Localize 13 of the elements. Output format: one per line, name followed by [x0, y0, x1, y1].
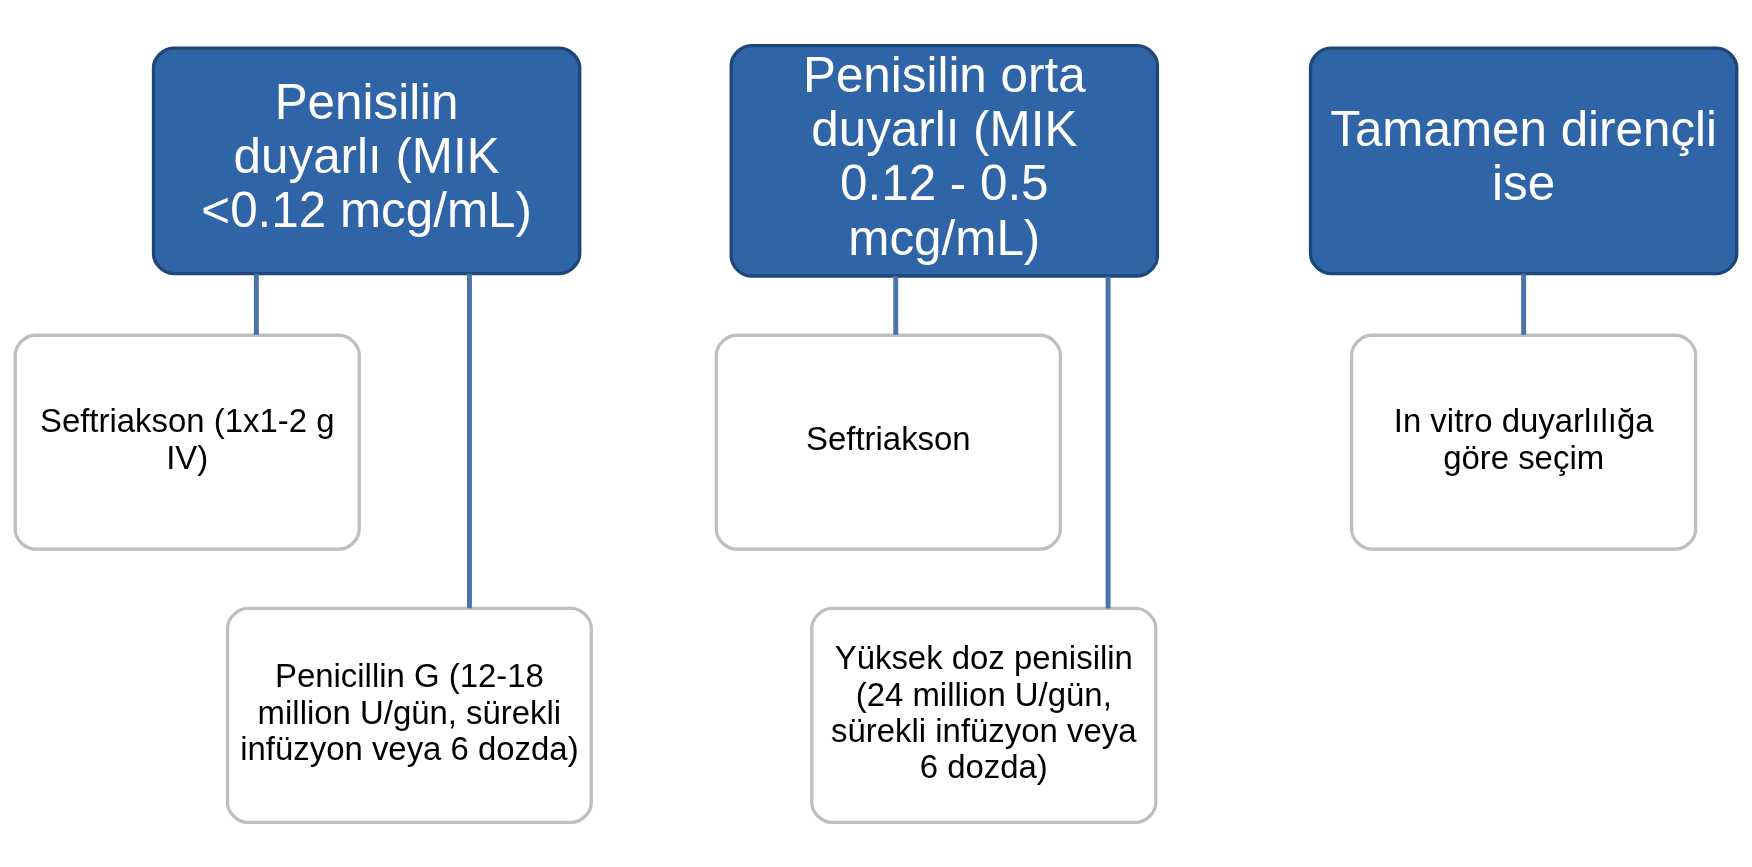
node-box: Yüksek doz penisilin (24 million U/gün, sürekli infüzyon veya 6 dozda): [810, 606, 1158, 824]
node-box: Penisilin duyarlı (MIK <0.12 mcg/mL): [151, 45, 582, 275]
node-box: Penisilin orta duyarlı (MIK 0.12 - 0.5 mcg/mL): [729, 43, 1160, 278]
node-box: Seftriakson (1x1-2 g IV): [13, 333, 361, 551]
node-box: Penicillin G (12-18 million U/gün, sürekli infüzyon veya 6 dozda): [225, 606, 593, 824]
connector: [253, 273, 259, 335]
node-box: In vitro duyarlılığa göre seçim: [1350, 333, 1698, 551]
node-box: Tamamen dirençli ise: [1308, 45, 1739, 275]
connector: [893, 275, 899, 335]
connector: [1521, 273, 1527, 335]
connector: [1105, 275, 1111, 608]
connector: [467, 273, 472, 608]
node-box: Seftriakson: [714, 333, 1062, 551]
